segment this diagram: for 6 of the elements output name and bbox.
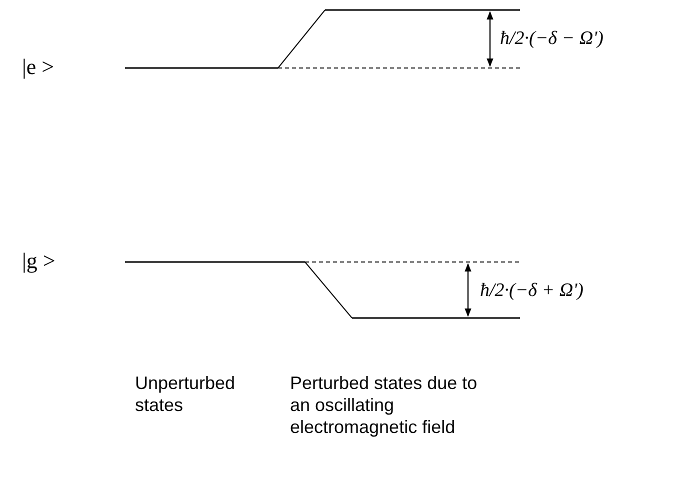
caption-text: Unperturbed states: [135, 372, 236, 416]
energy-shift-label: ħ/2·(−δ + Ω'): [480, 280, 584, 302]
state-label: |e >: [22, 54, 54, 80]
state-label: |g >: [22, 248, 56, 274]
caption-text: Perturbed states due to an oscillating electromagnetic field: [290, 372, 478, 438]
energy-shift-label: ħ/2·(−δ − Ω'): [500, 28, 604, 50]
